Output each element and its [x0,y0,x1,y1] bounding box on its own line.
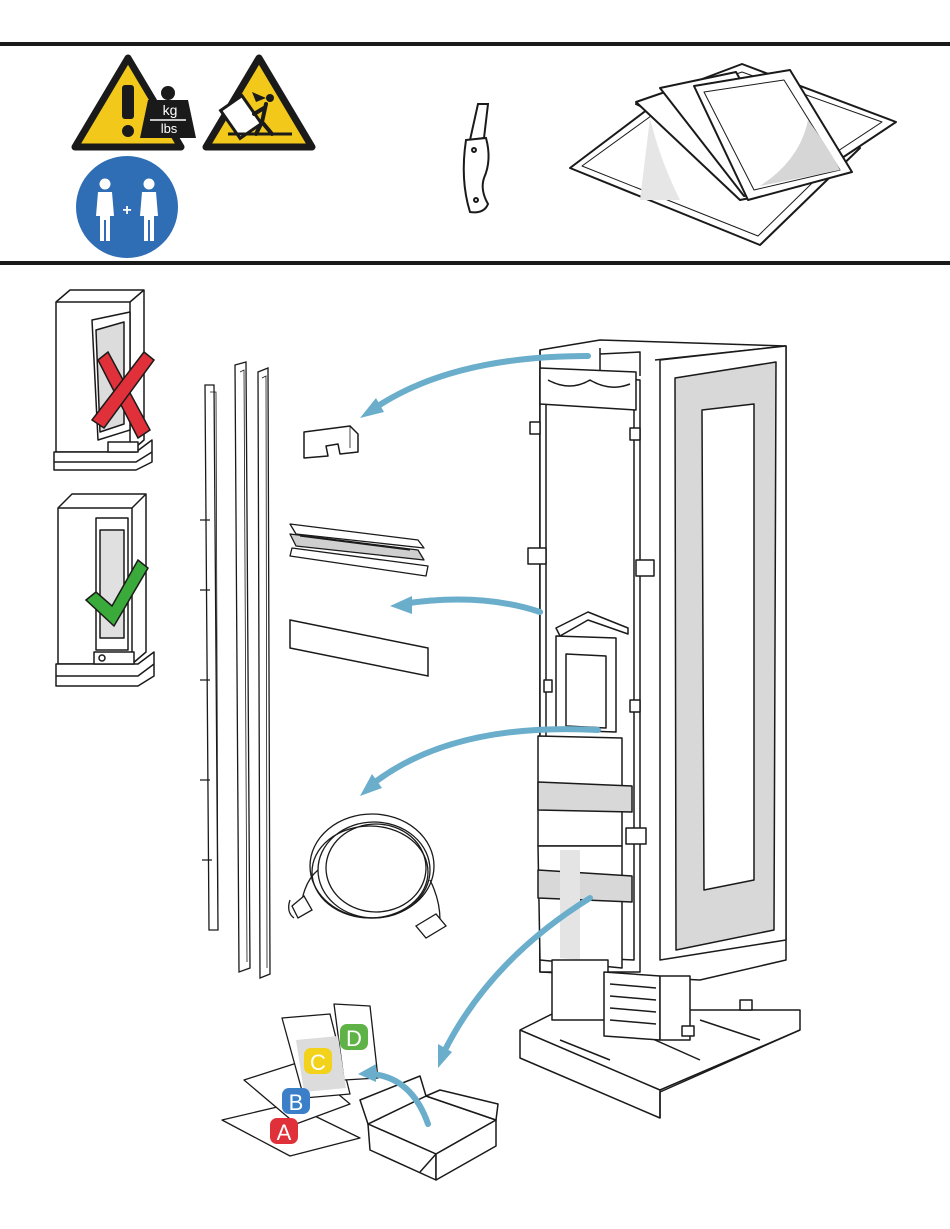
spacer-bracket [304,426,358,458]
correct-upright-fridge [56,494,154,686]
open-carton [360,1076,498,1180]
bag-letter-b: B [289,1090,304,1115]
bag-label-d: D [340,1024,368,1051]
bag-letter-a: A [277,1120,292,1145]
cover-panel [290,620,428,676]
bag-label-a: A [270,1118,298,1145]
arrow-heads [358,398,452,1082]
power-cord [289,814,446,938]
bag-label-c: C [304,1048,332,1075]
bag-label-b: B [282,1088,310,1115]
bag-letter-c: C [310,1050,326,1075]
trim-strips [200,362,270,978]
bag-letter-d: D [346,1026,362,1051]
arrow-middle [402,600,540,613]
mounting-rail [290,524,428,576]
